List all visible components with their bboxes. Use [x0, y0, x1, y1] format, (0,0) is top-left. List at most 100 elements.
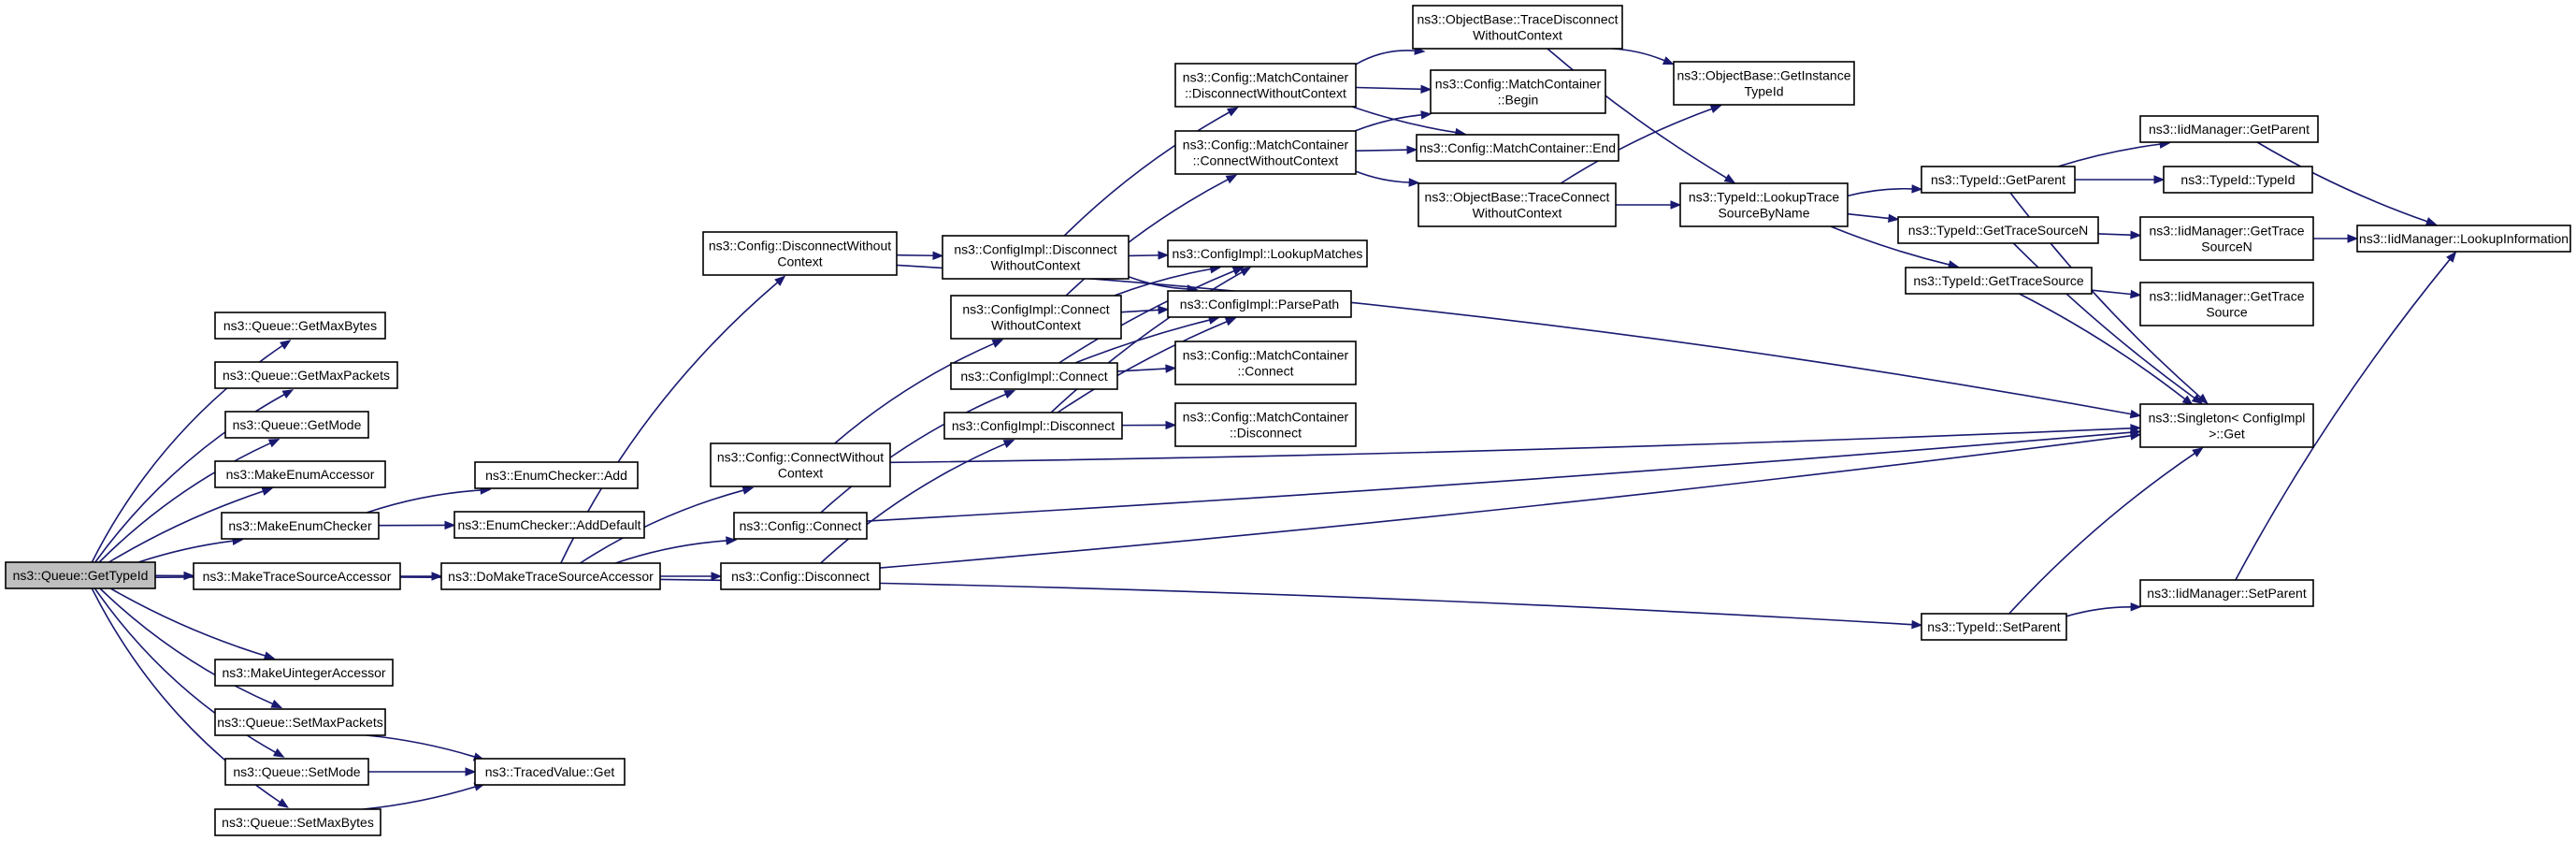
node-cfg-disconnect[interactable]: ns3::Config::Disconnect	[720, 562, 881, 590]
arrowhead-gettypeid-to-getmaxbytes	[280, 340, 292, 350]
node-tid-getparent[interactable]: ns3::TypeId::GetParent	[1921, 166, 2076, 194]
arrowhead-maketracesourceaccessor-to-domaketsa	[431, 572, 443, 581]
node-box	[1174, 341, 1357, 385]
node-makeenumchecker[interactable]: ns3::MakeEnumChecker	[221, 512, 380, 540]
node-setmaxpackets[interactable]: ns3::Queue::SetMaxPackets	[214, 708, 386, 736]
arrowhead-tid_lookuptrace-to-tid_gettracesourcen	[1888, 213, 1900, 224]
node-box	[1921, 166, 2076, 194]
call-nodes: ns3::Queue::GetTypeId ns3::Queue::GetMaxB…	[5, 5, 2571, 836]
node-gettypeid[interactable]: ns3::Queue::GetTypeId	[5, 561, 156, 589]
node-box	[214, 708, 386, 736]
node-cfg-disconnectwithout[interactable]: ns3::Config::DisconnectWithoutContext	[702, 231, 898, 276]
node-iid-lookupinfo[interactable]: ns3::IidManager::LookupInformation	[2356, 225, 2571, 253]
edge-domaketsa-to-cfg_connect	[614, 540, 727, 564]
node-mc-connectwithout[interactable]: ns3::Config::MatchContainer::ConnectWith…	[1174, 130, 1357, 175]
node-makeenumaccessor[interactable]: ns3::MakeEnumAccessor	[214, 460, 386, 488]
node-label: ns3::IidManager::GetTrace	[2149, 289, 2304, 304]
edge-ci_connect-to-mc_connect	[1116, 368, 1167, 372]
arrowhead-domaketsa-to-cfg_connectwithout	[741, 486, 755, 495]
node-ob-tracedisconnect[interactable]: ns3::ObjectBase::TraceDisconnectWithoutC…	[1412, 5, 1623, 50]
node-box	[710, 442, 891, 487]
node-mc-connect[interactable]: ns3::Config::MatchContainer::Connect	[1174, 341, 1357, 385]
node-box	[5, 561, 156, 589]
node-ci-parsepath[interactable]: ns3::ConfigImpl::ParsePath	[1167, 290, 1352, 318]
node-tracedvalue-get[interactable]: ns3::TracedValue::Get	[474, 758, 626, 786]
edge-gettypeid-to-tid_setparent	[154, 575, 1913, 626]
node-label: ns3::Queue::GetMaxPackets	[223, 368, 390, 383]
node-label: ::Disconnect	[1230, 426, 1302, 441]
node-ci-disconnectwithout[interactable]: ns3::ConfigImpl::DisconnectWithoutContex…	[942, 235, 1130, 280]
node-tid-setparent[interactable]: ns3::TypeId::SetParent	[1921, 613, 2067, 641]
arrowhead-gettypeid-to-setmode	[272, 747, 285, 758]
edge-ci_disconnectwithout-to-mc_disconnectwithout	[1063, 111, 1230, 237]
edge-ci_disconnectwithout-to-ci_lookupmatches	[1128, 254, 1159, 257]
edge-tid_setparent-to-iid_setparent	[2065, 606, 2132, 617]
node-enumchecker-adddefault[interactable]: ns3::EnumChecker::AddDefault	[453, 511, 645, 539]
edge-tid_gettracesourcen-to-singleton_get	[2012, 242, 2195, 399]
arrowhead-cfg_disconnect-to-singleton_get	[2129, 431, 2142, 441]
edge-ci_disconnectwithout-to-ci_parsepath	[1128, 276, 1188, 290]
node-cfg-connectwithout[interactable]: ns3::Config::ConnectWithoutContext	[710, 442, 891, 487]
node-label: TypeId	[1744, 84, 1783, 99]
node-makeuintegeraccessor[interactable]: ns3::MakeUintegerAccessor	[214, 659, 394, 687]
node-label: ns3::EnumChecker::Add	[485, 468, 627, 483]
arrowhead-gettypeid-to-setmaxbytes	[277, 798, 289, 808]
node-label: ns3::Config::MatchContainer	[1183, 410, 1349, 425]
edge-tid_lookuptrace-to-tid_gettracesource	[1830, 225, 1950, 266]
node-tid-typeid[interactable]: ns3::TypeId::TypeId	[2163, 166, 2313, 194]
arrowhead-ci_disconnect-to-ci_lookupmatches	[1239, 267, 1252, 277]
node-domaketsa[interactable]: ns3::DoMakeTraceSourceAccessor	[440, 562, 661, 590]
node-singleton-get[interactable]: ns3::Singleton< ConfigImpl >::Get	[2139, 403, 2314, 448]
edge-ob_tracedisconnect-to-ob_getinstancetypeid	[1611, 48, 1665, 62]
node-mc-disconnect[interactable]: ns3::Config::MatchContainer::Disconnect	[1174, 402, 1357, 447]
node-box	[474, 461, 639, 489]
arrowhead-ci_disconnectwithout-to-mc_disconnectwithout	[1227, 107, 1239, 117]
arrowhead-domaketsa-to-cfg_connect	[726, 536, 738, 545]
node-iid-gettracesource[interactable]: ns3::IidManager::GetTraceSource	[2139, 282, 2314, 326]
node-label: ns3::Config::MatchContainer	[1183, 70, 1349, 85]
arrowhead-cfg_disconnectwithout-to-singleton_get	[2129, 409, 2142, 419]
node-mc-begin[interactable]: ns3::Config::MatchContainer::Begin	[1430, 69, 1606, 114]
edge-ci_connect-to-ci_lookupmatches	[1058, 269, 1235, 364]
node-ci-disconnect[interactable]: ns3::ConfigImpl::Disconnect	[943, 412, 1123, 440]
node-label: ns3::ObjectBase::TraceDisconnect	[1417, 12, 1618, 27]
node-ci-connect[interactable]: ns3::ConfigImpl::Connect	[950, 362, 1118, 390]
node-setmaxbytes[interactable]: ns3::Queue::SetMaxBytes	[214, 808, 381, 836]
edge-tid_getparent-to-iid_getparent	[2057, 143, 2161, 167]
node-iid-getparent[interactable]: ns3::IidManager::GetParent	[2139, 115, 2319, 143]
node-tid-gettracesourcen[interactable]: ns3::TypeId::GetTraceSourceN	[1897, 216, 2099, 244]
node-tid-gettracesource[interactable]: ns3::TypeId::GetTraceSource	[1905, 267, 2093, 295]
edge-mc_connectwithout-to-mc_begin	[1354, 114, 1422, 132]
node-box	[214, 808, 381, 836]
edge-gettypeid-to-makeenumaccessor	[108, 490, 264, 563]
node-label: ns3::TypeId::GetTraceSource	[1913, 273, 2084, 288]
node-mc-disconnectwithout[interactable]: ns3::Config::MatchContainer::DisconnectW…	[1174, 63, 1357, 108]
node-mc-end[interactable]: ns3::Config::MatchContainer::End	[1416, 134, 1619, 162]
node-ob-traceconnect[interactable]: ns3::ObjectBase::TraceConnectWithoutCont…	[1418, 182, 1617, 227]
node-iid-gettracesourcen[interactable]: ns3::IidManager::GetTraceSourceN	[2139, 216, 2314, 261]
node-ci-lookupmatches[interactable]: ns3::ConfigImpl::LookupMatches	[1167, 239, 1368, 268]
node-cfg-connect[interactable]: ns3::Config::Connect	[733, 512, 868, 540]
node-maketracesourceaccessor[interactable]: ns3::MakeTraceSourceAccessor	[193, 562, 401, 590]
edge-cfg_disconnectwithout-to-ci_disconnectwithout	[896, 254, 934, 257]
node-ci-connectwithout[interactable]: ns3::ConfigImpl::ConnectWithoutContext	[950, 295, 1122, 340]
node-iid-setparent[interactable]: ns3::IidManager::SetParent	[2139, 579, 2314, 607]
node-box	[2139, 403, 2314, 448]
node-box	[942, 235, 1130, 280]
node-box	[1921, 613, 2067, 641]
node-getmode[interactable]: ns3::Queue::GetMode	[224, 411, 369, 439]
node-enumchecker-add[interactable]: ns3::EnumChecker::Add	[474, 461, 639, 489]
node-box	[193, 562, 401, 590]
node-box	[1430, 69, 1606, 114]
node-label: ns3::ConfigImpl::Connect	[962, 302, 1109, 317]
node-getmaxbytes[interactable]: ns3::Queue::GetMaxBytes	[214, 312, 386, 340]
node-getmaxpackets[interactable]: ns3::Queue::GetMaxPackets	[214, 361, 398, 389]
arrowhead-gettypeid-to-tid_setparent	[1911, 619, 1923, 630]
node-setmode[interactable]: ns3::Queue::SetMode	[224, 758, 369, 786]
node-label: ::ConnectWithoutContext	[1193, 153, 1339, 168]
node-box	[2163, 166, 2313, 194]
edge-ci_connectwithout-to-ci_lookupmatches	[1114, 268, 1212, 297]
